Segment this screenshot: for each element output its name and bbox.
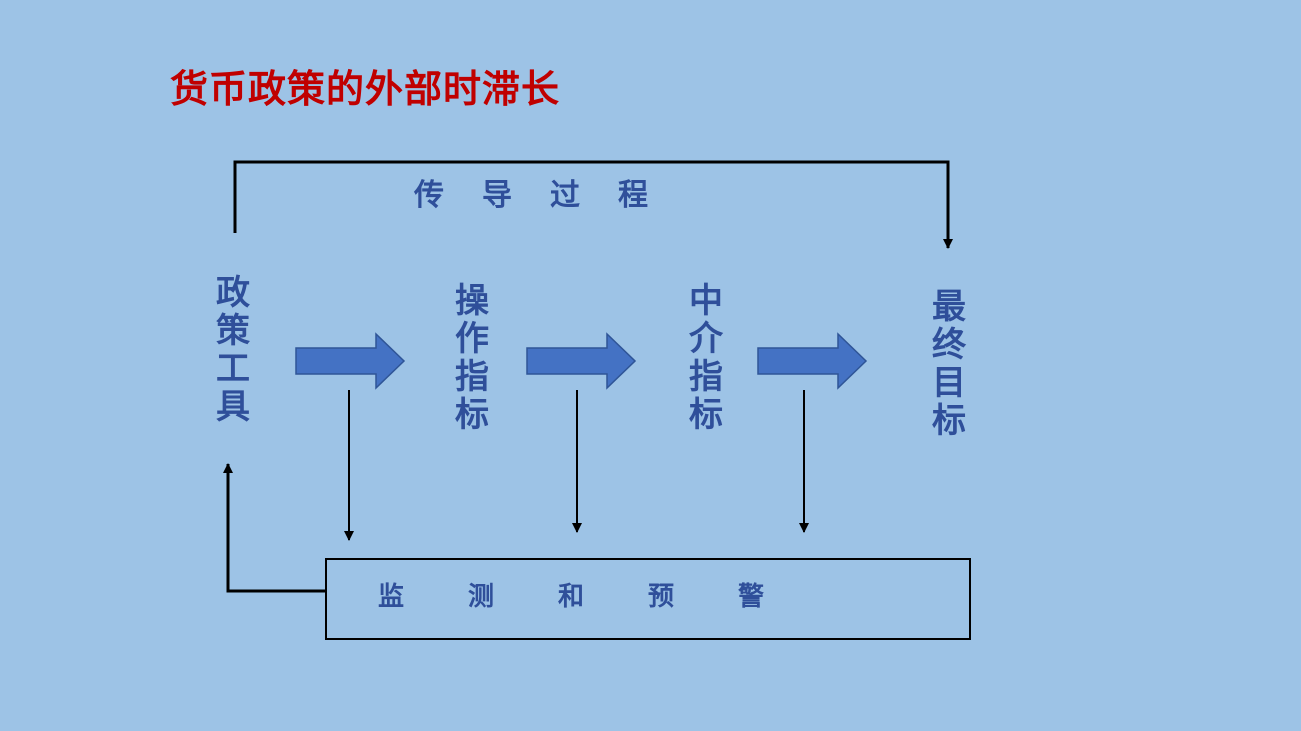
transmission-label: 传导过程 <box>414 178 686 213</box>
node-operating-target: 操作指标 <box>455 281 489 435</box>
node-final-goal: 最终目标 <box>932 287 966 441</box>
node-policy-tools: 政策工具 <box>216 273 250 427</box>
monitor-box <box>325 558 971 640</box>
monitor-label: 监测和预警 <box>378 582 829 612</box>
transmission-arrow <box>233 160 953 249</box>
node-intermediate-target: 中介指标 <box>689 281 723 435</box>
block-arrow-2 <box>526 332 637 390</box>
page-title: 货币政策的外部时滞长 <box>170 67 561 111</box>
feedback-arrow <box>223 463 326 593</box>
block-arrow-3 <box>757 332 868 390</box>
block-arrow-1 <box>295 332 406 390</box>
